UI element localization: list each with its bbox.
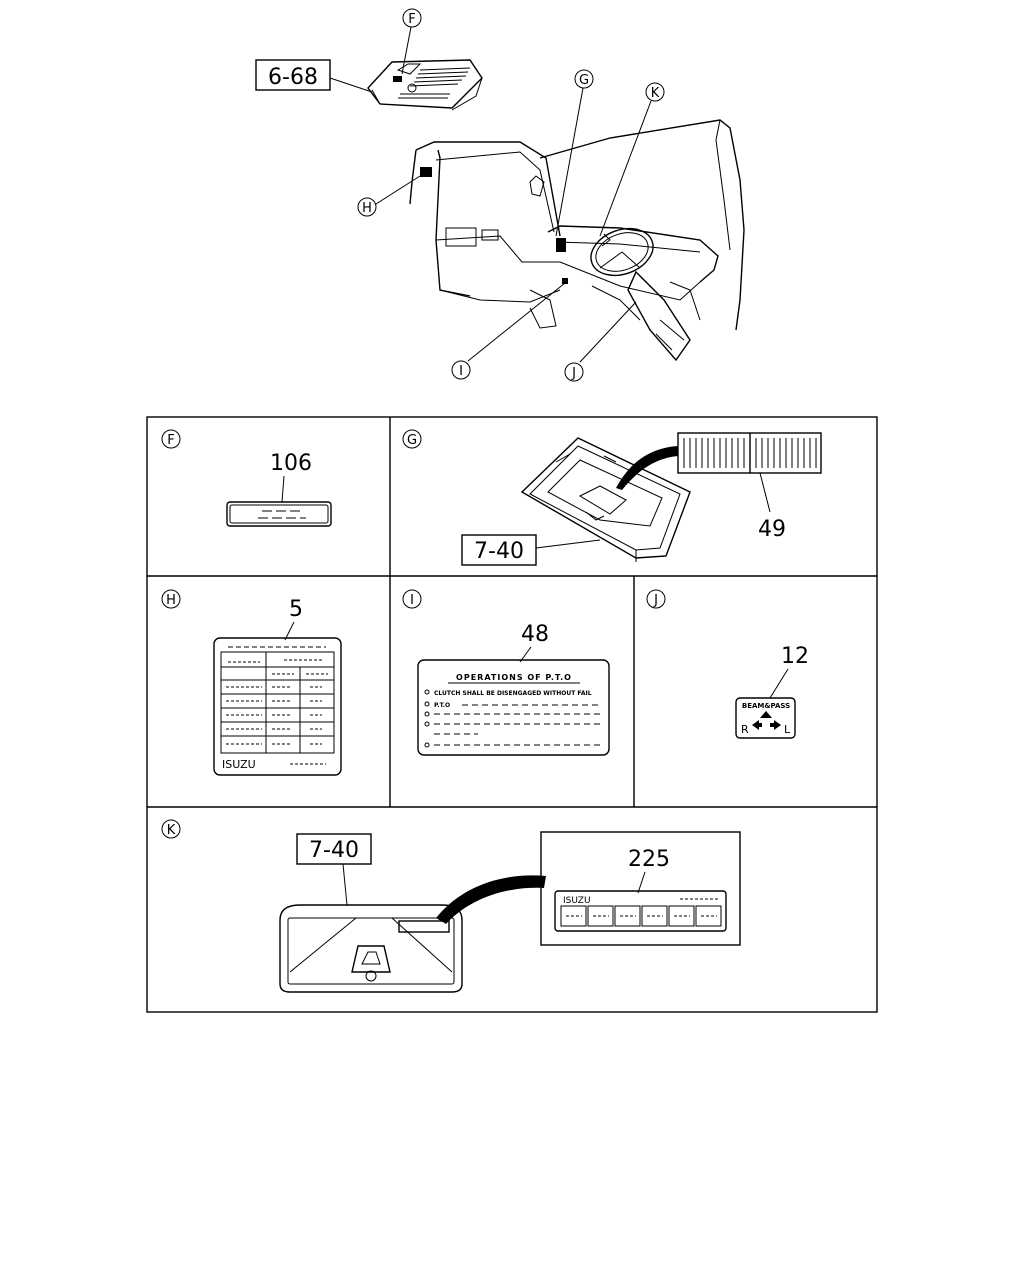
callout-g: G	[579, 73, 589, 88]
callout-j: J	[571, 366, 576, 381]
callout-f: F	[408, 12, 415, 27]
panel-j: J 12 BEAM&PASS R L	[646, 589, 809, 739]
panel-f-letter: F	[167, 433, 174, 448]
panel-g: G 49 7-40	[402, 429, 822, 566]
panel-h-letter: H	[166, 593, 176, 608]
beam-pass-label: BEAM&PASS	[742, 702, 790, 710]
panel-j-letter: J	[653, 593, 658, 608]
roof-console	[367, 59, 483, 111]
callout-h: H	[362, 201, 372, 216]
beam-label-r: R	[741, 723, 749, 736]
detail-grid	[146, 416, 878, 1013]
panel-f: F 106	[161, 429, 332, 527]
pto-label-line1: CLUTCH SHALL BE DISENGAGED WITHOUT FAIL	[434, 690, 592, 697]
pto-label-title: OPERATIONS OF P.T.O	[456, 673, 572, 682]
panel-k-letter: K	[167, 823, 176, 838]
panel-g-letter: G	[407, 433, 417, 448]
panel-k: K 7-40 225 ISUZU	[161, 819, 741, 993]
brand-isuzu-h: ISUZU	[222, 758, 256, 771]
ref-box-g: 7-40	[474, 539, 524, 564]
ref-box-roof: 6-68	[268, 65, 318, 90]
panel-h: H 5 ISUZU	[161, 589, 342, 776]
panel-i-letter: I	[410, 593, 414, 608]
beam-label-l: L	[784, 723, 791, 736]
part-number-12: 12	[781, 644, 809, 669]
part-number-106: 106	[270, 451, 312, 476]
part-number-5: 5	[289, 597, 303, 622]
part-number-49: 49	[758, 517, 786, 542]
overview-drawing: 6-68 F	[255, 8, 745, 382]
callout-k: K	[651, 86, 660, 101]
panel-i: I 48 OPERATIONS OF P.T.O CLUTCH SHALL BE…	[402, 589, 610, 756]
part-number-225: 225	[628, 847, 670, 872]
brand-isuzu-k: ISUZU	[563, 896, 591, 906]
pto-label-line2: P.T.O	[434, 702, 450, 709]
ref-box-k: 7-40	[309, 838, 359, 863]
part-number-48: 48	[521, 622, 549, 647]
cab-interior	[409, 119, 745, 362]
callout-i: I	[459, 364, 463, 379]
